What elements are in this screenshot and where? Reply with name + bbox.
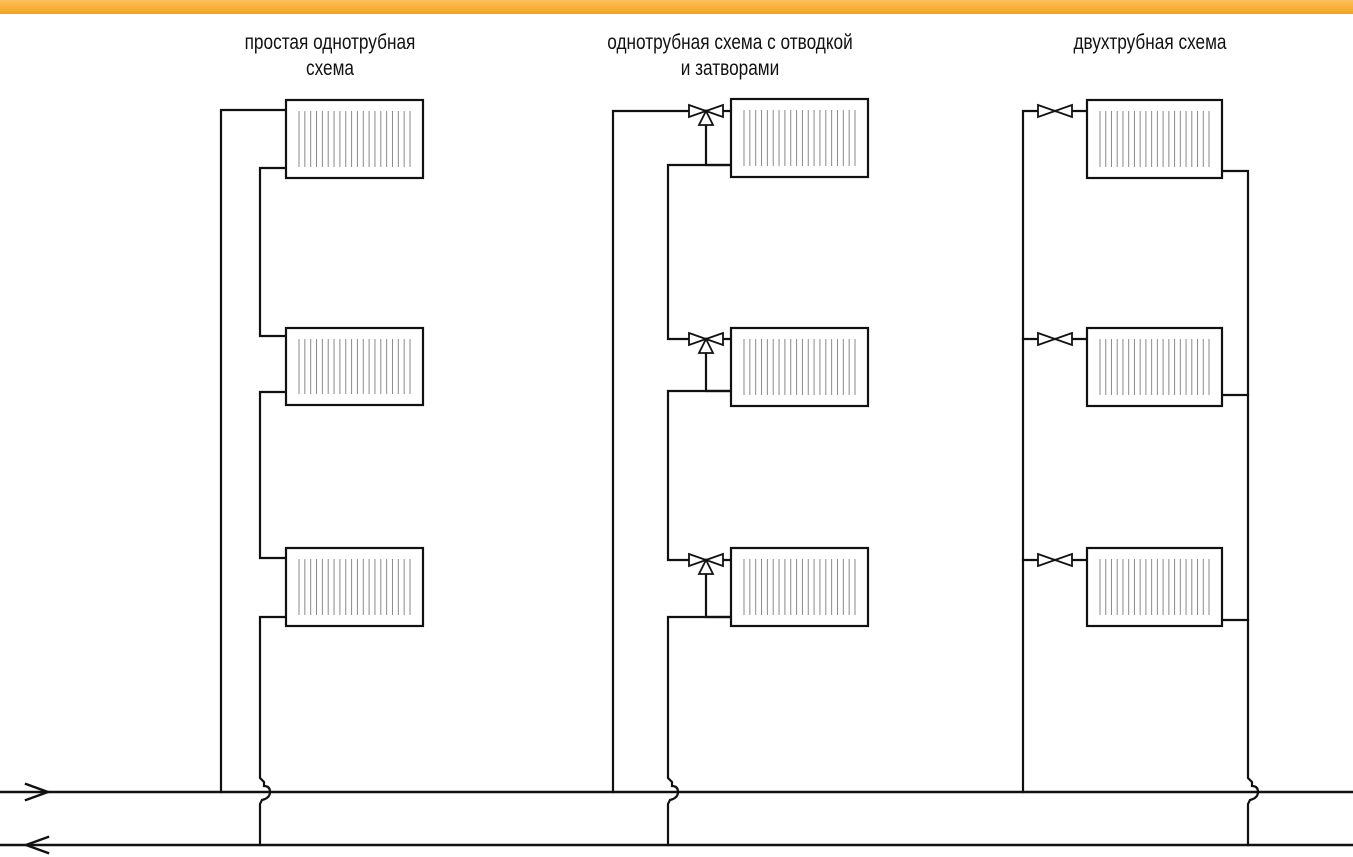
branch-pipe (704, 350, 733, 393)
scheme-two-pipe (1021, 98, 1260, 847)
scheme-single-pipe-bypass-valves (611, 97, 870, 847)
riser-bypass-pipe (219, 108, 288, 794)
caption-line: однотрубная схема с отводкой (607, 31, 853, 54)
radiator (1085, 326, 1224, 408)
return-arrow-icon (22, 835, 50, 855)
radiator (284, 326, 425, 407)
radiator (284, 546, 425, 628)
radiator (729, 546, 870, 628)
three-way-valve-icon (688, 552, 724, 575)
supply-riser-pipe (1021, 109, 1089, 794)
radiator-body (284, 98, 425, 180)
three-way-valve-icon (688, 103, 724, 126)
radiator-body (729, 326, 870, 408)
radiator (729, 326, 870, 408)
branch-pipe (704, 571, 733, 619)
radiator-body (1085, 326, 1224, 408)
radiator-body (284, 546, 425, 628)
riser-pipe (611, 109, 733, 794)
accent-bar (0, 0, 1353, 14)
connector-pipe (666, 389, 733, 562)
valve-icon (1037, 103, 1073, 119)
caption-line: и затворами (680, 57, 780, 80)
scheme-simple-single-pipe (219, 98, 425, 847)
caption-line: двухтрубная схема (1073, 31, 1227, 54)
radiator-body (1085, 98, 1224, 180)
caption-simple-single-pipe: простая однотрубная схема (191, 30, 470, 82)
caption-line: схема (305, 57, 355, 80)
valve-icon (1037, 552, 1073, 568)
radiator-body (729, 97, 870, 179)
connector-pipe (666, 163, 733, 341)
branch-pipe (704, 122, 733, 167)
caption-single-pipe-bypass-valves: однотрубная схема с отводкой и затворами (558, 30, 902, 82)
radiator-body (1085, 546, 1224, 628)
valve-icon (1037, 331, 1073, 347)
caption-two-pipe: двухтрубная схема (1027, 30, 1273, 56)
radiator (1085, 98, 1224, 180)
radiator-body (729, 546, 870, 628)
radiator-body (284, 326, 425, 407)
radiator (729, 97, 870, 179)
connector-pipe (258, 166, 288, 338)
three-way-valve-icon (688, 331, 724, 354)
return-riser-pipe (258, 615, 288, 847)
connector-pipe (258, 390, 288, 560)
caption-line: простая однотрубная (244, 31, 416, 54)
supply-arrow-icon (24, 782, 52, 802)
return-riser-pipe (666, 615, 733, 847)
main-pipes (0, 782, 1353, 855)
radiator (284, 98, 425, 180)
return-riser-pipe (1220, 169, 1260, 847)
radiator (1085, 546, 1224, 628)
